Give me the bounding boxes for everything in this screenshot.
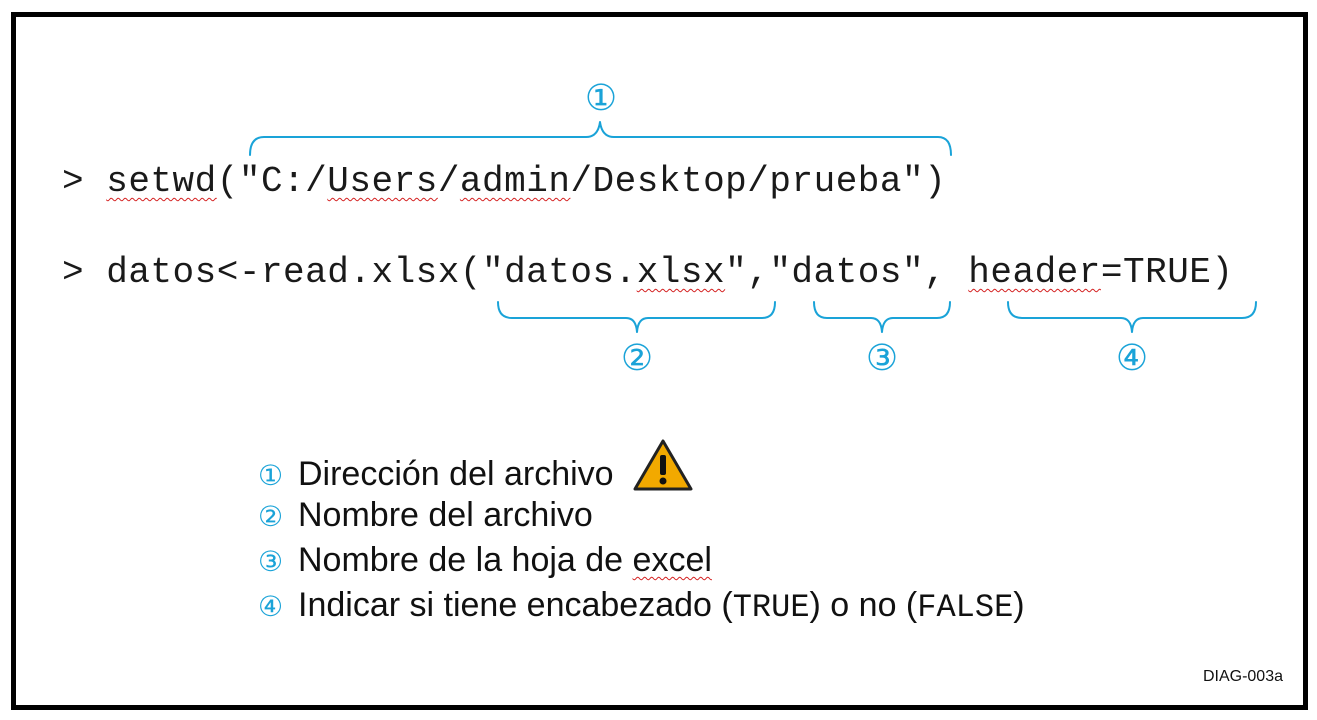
legend-item-3: ③ Nombre de la hoja de excel bbox=[258, 538, 1025, 583]
code-segment: /Desktop/prueba") bbox=[570, 161, 947, 202]
callout-2: ② bbox=[621, 338, 653, 379]
bracket-3 bbox=[813, 301, 951, 333]
warning-triangle-icon bbox=[632, 438, 694, 504]
legend-number: ④ bbox=[258, 590, 284, 623]
code-segment: =TRUE) bbox=[1100, 252, 1234, 293]
legend-text: Indicar si tiene encabezado bbox=[298, 586, 722, 624]
legend-item-4: ④ Indicar si tiene encabezado (TRUE) o no… bbox=[258, 583, 1025, 628]
legend-code-false: FALSE bbox=[917, 589, 1014, 626]
callout-4: ④ bbox=[1116, 338, 1148, 379]
prompt-symbol: > bbox=[62, 252, 107, 293]
code-line-setwd: > setwd("C:/Users/admin/Desktop/prueba") bbox=[62, 164, 946, 200]
code-segment: / bbox=[437, 161, 460, 202]
code-segment: ","datos", bbox=[725, 252, 969, 293]
prompt-symbol: > bbox=[62, 161, 107, 202]
bracket-1 bbox=[249, 121, 952, 156]
bracket-4 bbox=[1007, 301, 1257, 333]
code-segment: header bbox=[968, 252, 1101, 293]
legend-code-true: TRUE bbox=[732, 589, 810, 626]
legend-text: ) o no ( bbox=[809, 586, 918, 624]
legend-text-excel: excel bbox=[632, 541, 712, 579]
legend-text: Dirección del archivo bbox=[298, 454, 614, 493]
legend-item-2: ② Nombre del archivo bbox=[258, 493, 1025, 538]
legend-text: Nombre de la hoja de bbox=[298, 541, 633, 579]
callout-1: ① bbox=[585, 78, 617, 119]
diagram-id-label: DIAG-003a bbox=[1202, 668, 1283, 685]
legend: ① Dirección del archivo ② Nombre del archi… bbox=[258, 439, 1025, 628]
code-segment: admin bbox=[459, 161, 571, 202]
code-segment: datos<-read.xlsx("datos. bbox=[106, 252, 637, 293]
legend-number: ① bbox=[258, 458, 284, 492]
legend-number: ② bbox=[258, 500, 284, 533]
legend-text: Nombre del archivo bbox=[298, 496, 593, 534]
diagram-frame bbox=[11, 12, 1308, 710]
code-segment: ("C:/ bbox=[216, 161, 328, 202]
callout-3: ③ bbox=[866, 338, 898, 379]
legend-item-1: ① Dirección del archivo bbox=[258, 439, 1025, 493]
bracket-2 bbox=[497, 301, 776, 333]
code-segment: Users bbox=[327, 161, 438, 202]
function-name: setwd bbox=[106, 161, 217, 202]
legend-paren: ( bbox=[721, 586, 733, 624]
legend-number: ③ bbox=[258, 545, 284, 578]
code-line-read-xlsx: > datos<-read.xlsx("datos.xlsx","datos",… bbox=[62, 255, 1234, 291]
code-segment: xlsx bbox=[636, 252, 726, 293]
legend-paren: ) bbox=[1013, 586, 1025, 624]
